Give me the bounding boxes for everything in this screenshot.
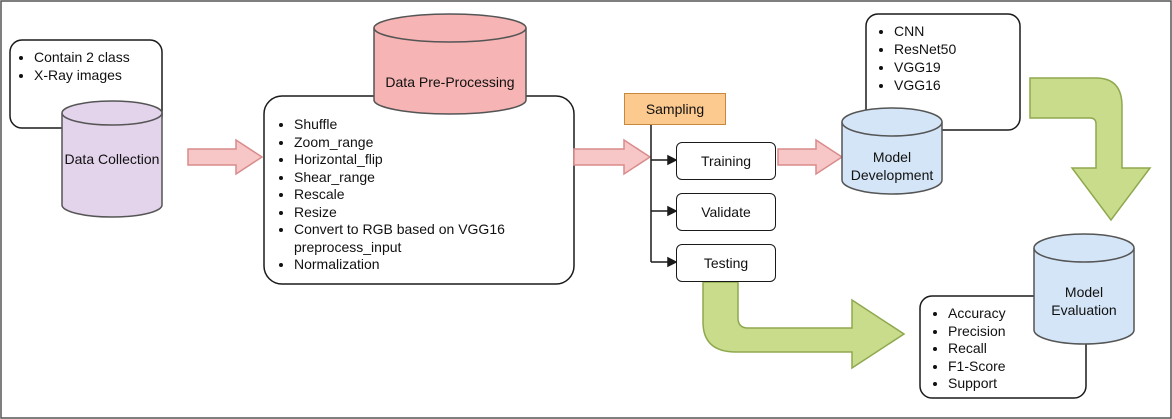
preprocessing-step: Convert to RGB based on VGG16 preprocess…: [294, 221, 534, 256]
metric-item: F1-Score: [948, 358, 1034, 376]
arrow-preprocessing-to-sampling: [573, 138, 652, 176]
model-development-label: Model Development: [842, 148, 942, 184]
metric-item: Support: [948, 375, 1034, 393]
sampling-box: Sampling: [624, 93, 726, 125]
model-evaluation-label-line: Evaluation: [1051, 302, 1117, 318]
models-list: CNN ResNet50 VGG19 VGG16: [870, 22, 1016, 94]
data-collection-cylinder: [61, 100, 163, 218]
metric-item: Accuracy: [948, 305, 1034, 323]
validate-box: Validate: [676, 193, 776, 231]
preprocessing-label: Data Pre-Processing: [385, 74, 515, 90]
preprocessing-steps: Shuffle Zoom_range Horizontal_flip Shear…: [270, 116, 570, 274]
preprocessing-step: Normalization: [294, 256, 570, 274]
preprocessing-step: Horizontal_flip: [294, 151, 570, 169]
preprocessing-step: Zoom_range: [294, 134, 570, 152]
model-development-label-line: Model: [872, 149, 912, 165]
training-box: Training: [676, 142, 776, 180]
arrow-testing-to-evaluation: [702, 281, 906, 370]
preprocessing-cylinder: [373, 13, 527, 115]
model-item: VGG16: [894, 76, 1016, 94]
arrow-collection-to-preprocessing: [187, 138, 264, 176]
metrics-list: Accuracy Precision Recall F1-Score Suppo…: [924, 305, 1034, 393]
data-collection-note: X-Ray images: [34, 66, 162, 84]
data-collection-note: Contain 2 class: [34, 48, 162, 66]
models-box: [865, 13, 1021, 131]
model-development-cylinder: [841, 107, 943, 195]
arrow-training-to-development: [777, 138, 844, 176]
model-item: VGG19: [894, 58, 1016, 76]
data-collection-label: Data Collection: [64, 151, 160, 167]
preprocessing-step: Rescale: [294, 186, 570, 204]
preprocessing-step: Shuffle: [294, 116, 570, 134]
preprocessing-step: Resize: [294, 204, 570, 222]
model-evaluation-label-line: Model: [1064, 284, 1104, 300]
model-item: CNN: [894, 22, 1016, 40]
data-collection-notes: Contain 2 class X-Ray images: [10, 40, 162, 100]
model-evaluation-cylinder: [1033, 233, 1135, 345]
model-development-label-line: Development: [850, 167, 934, 183]
preprocessing-step: Shear_range: [294, 169, 570, 187]
metric-item: Recall: [948, 340, 1034, 358]
metric-item: Precision: [948, 323, 1034, 341]
model-item: ResNet50: [894, 40, 1016, 58]
arrow-development-to-evaluation: [1029, 77, 1152, 222]
model-evaluation-label: Model Evaluation: [1034, 283, 1134, 319]
testing-box: Testing: [676, 244, 776, 282]
sampling-connectors: [650, 125, 678, 268]
